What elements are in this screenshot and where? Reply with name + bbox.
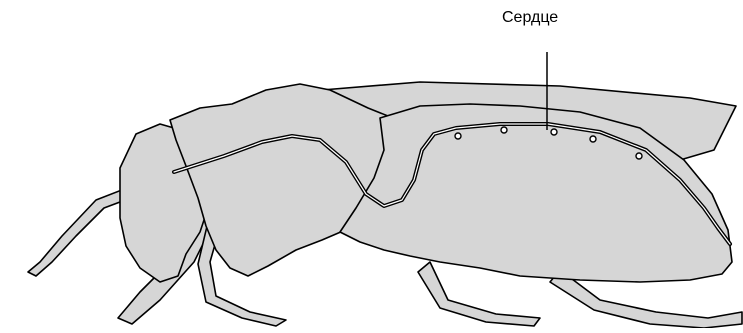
ostium xyxy=(590,136,596,142)
ostium xyxy=(551,129,557,135)
heart-label: Сердце xyxy=(502,8,558,28)
ostium xyxy=(501,127,507,133)
ostium xyxy=(455,133,461,139)
ostium xyxy=(636,153,642,159)
